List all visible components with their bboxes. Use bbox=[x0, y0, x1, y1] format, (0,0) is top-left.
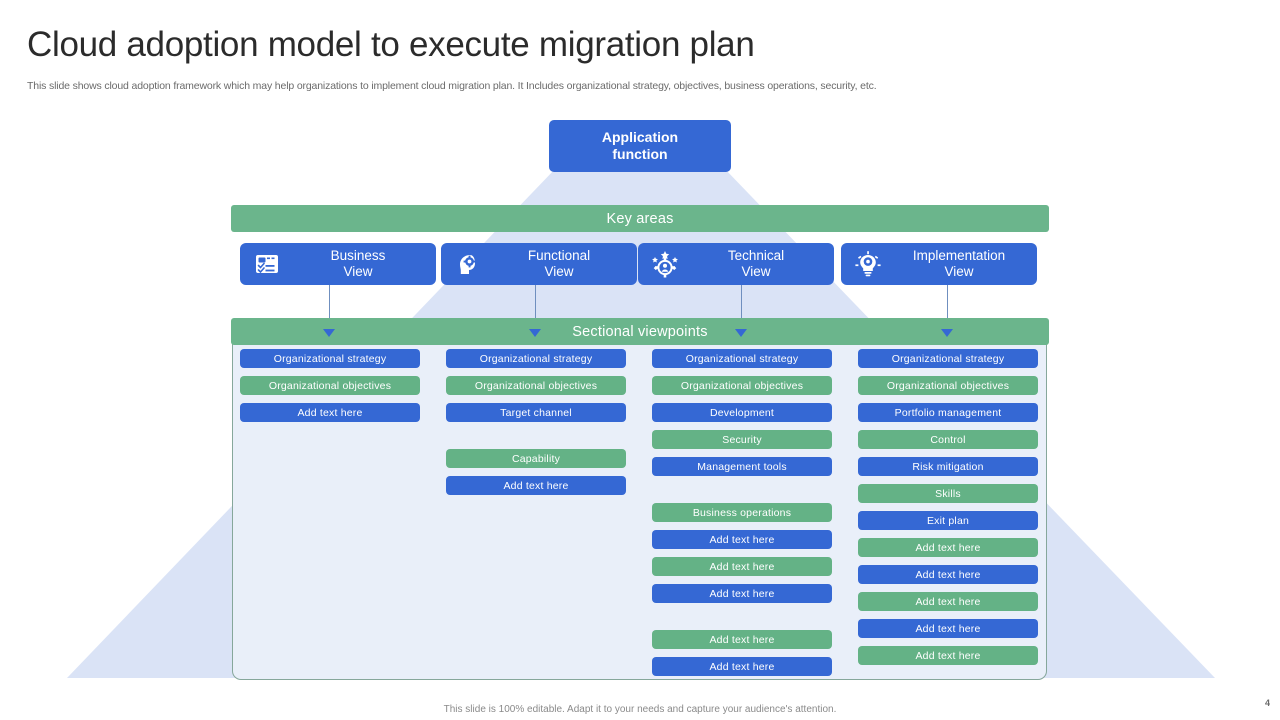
view-card-implementation-label: Implementation View bbox=[887, 248, 1037, 280]
viewpoint-pill[interactable]: Management tools bbox=[652, 457, 832, 476]
viewpoint-pill[interactable]: Control bbox=[858, 430, 1038, 449]
viewpoint-pill[interactable]: Organizational objectives bbox=[240, 376, 420, 395]
application-function-box[interactable]: Application function bbox=[549, 120, 731, 172]
viewpoint-pill[interactable]: Skills bbox=[858, 484, 1038, 503]
sectional-viewpoints-banner: Sectional viewpoints bbox=[231, 318, 1049, 345]
connector-arrow-business bbox=[323, 329, 335, 337]
connector-arrow-implementation bbox=[941, 329, 953, 337]
view-card-business[interactable]: Business View bbox=[240, 243, 436, 285]
view-label-line1: Functional bbox=[527, 248, 591, 263]
viewpoint-pill[interactable]: Capability bbox=[446, 449, 626, 468]
key-areas-banner: Key areas bbox=[231, 205, 1049, 232]
viewpoint-pill[interactable]: Target channel bbox=[446, 403, 626, 422]
viewpoint-pill[interactable]: Business operations bbox=[652, 503, 832, 522]
viewpoint-pill[interactable]: Add text here bbox=[652, 530, 832, 549]
viewpoint-pill[interactable]: Add text here bbox=[858, 592, 1038, 611]
view-label-line2: View bbox=[944, 264, 974, 279]
view-card-technical-label: Technical View bbox=[684, 248, 834, 280]
viewpoint-pill[interactable]: Add text here bbox=[858, 538, 1038, 557]
viewpoint-pill[interactable]: Add text here bbox=[858, 619, 1038, 638]
connector-arrow-technical bbox=[735, 329, 747, 337]
viewpoint-pill[interactable]: Add text here bbox=[446, 476, 626, 495]
view-card-implementation[interactable]: Implementation View bbox=[841, 243, 1037, 285]
viewpoint-pill[interactable]: Add text here bbox=[858, 646, 1038, 665]
page-title: Cloud adoption model to execute migratio… bbox=[27, 25, 755, 64]
viewpoint-pill[interactable]: Organizational objectives bbox=[858, 376, 1038, 395]
view-card-business-label: Business View bbox=[286, 248, 436, 280]
viewpoint-pill[interactable]: Development bbox=[652, 403, 832, 422]
person-gear-stars-icon bbox=[646, 247, 684, 281]
viewpoint-pill[interactable]: Add text here bbox=[858, 565, 1038, 584]
view-label-line1: Business bbox=[330, 248, 386, 263]
viewpoint-pill[interactable]: Organizational strategy bbox=[240, 349, 420, 368]
viewpoint-pill[interactable]: Organizational objectives bbox=[652, 376, 832, 395]
footer-note: This slide is 100% editable. Adapt it to… bbox=[443, 704, 837, 715]
viewpoint-pill[interactable]: Add text here bbox=[652, 584, 832, 603]
view-card-functional-label: Functional View bbox=[487, 248, 637, 280]
head-gear-icon bbox=[449, 247, 487, 281]
page-header: Cloud adoption model to execute migratio… bbox=[27, 24, 1249, 66]
viewpoint-pill[interactable]: Add text here bbox=[652, 557, 832, 576]
view-card-functional[interactable]: Functional View bbox=[441, 243, 637, 285]
view-label-line2: View bbox=[741, 264, 771, 279]
viewpoint-pill[interactable]: Organizational objectives bbox=[446, 376, 626, 395]
lightbulb-gear-icon bbox=[849, 247, 887, 281]
view-label-line1: Implementation bbox=[912, 248, 1006, 263]
connector-arrow-functional bbox=[529, 329, 541, 337]
view-label-line2: View bbox=[544, 264, 574, 279]
page-subtitle: This slide shows cloud adoption framewor… bbox=[27, 80, 877, 92]
view-label-line2: View bbox=[343, 264, 373, 279]
viewpoint-pill[interactable]: Organizational strategy bbox=[652, 349, 832, 368]
view-card-technical[interactable]: Technical View bbox=[638, 243, 834, 285]
viewpoint-pill[interactable]: Add text here bbox=[652, 630, 832, 649]
application-function-line1: Application bbox=[601, 129, 679, 145]
viewpoint-pill[interactable]: Add text here bbox=[652, 657, 832, 676]
viewpoint-pill[interactable]: Add text here bbox=[240, 403, 420, 422]
viewpoint-pill[interactable]: Organizational strategy bbox=[446, 349, 626, 368]
application-function-line2: function bbox=[612, 146, 668, 162]
viewpoint-pill[interactable]: Exit plan bbox=[858, 511, 1038, 530]
viewpoint-pill[interactable]: Organizational strategy bbox=[858, 349, 1038, 368]
viewpoint-pill[interactable]: Security bbox=[652, 430, 832, 449]
view-label-line1: Technical bbox=[727, 248, 785, 263]
page-number: 4 bbox=[1264, 698, 1270, 708]
checklist-icon bbox=[248, 247, 286, 281]
viewpoint-pill[interactable]: Portfolio management bbox=[858, 403, 1038, 422]
viewpoint-pill[interactable]: Risk mitigation bbox=[858, 457, 1038, 476]
